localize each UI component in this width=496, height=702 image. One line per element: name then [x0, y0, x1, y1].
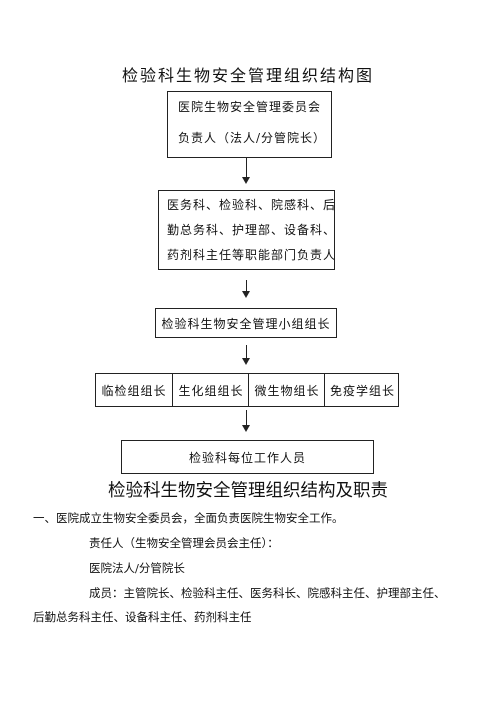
body-paragraph: 一、医院成立生物安全委员会，全面负责医院生物安全工作。 — [33, 511, 344, 525]
departments-line: 医务科、检验科、院感科、后 — [167, 198, 337, 212]
group-clinical: 临检组组长 — [101, 383, 167, 398]
team-leader-label: 检验科生物安全管理小组组长 — [161, 316, 331, 331]
connector-line — [246, 280, 247, 292]
arrow-down-icon — [242, 358, 250, 365]
section-title: 检验科生物安全管理组织结构及职责 — [108, 481, 388, 501]
body-paragraph: 后勤总务科主任、设备科主任、药剂科主任 — [33, 610, 252, 624]
committee-box: 医院生物安全管理委员会 负责人（法人/分管院长） — [167, 91, 332, 158]
staff-box: 检验科每位工作人员 — [121, 440, 374, 474]
body-paragraph: 成员：主管院长、检验科主任、医务科长、院感科主任、护理部主任、 — [89, 586, 446, 600]
arrow-down-icon — [242, 177, 250, 184]
committee-leader: 负责人（法人/分管院长） — [178, 131, 327, 145]
arrow-down-icon — [242, 425, 250, 432]
page-title: 检验科生物安全管理组织结构图 — [121, 66, 374, 85]
body-paragraph: 责任人（生物安全管理会员会主任）： — [89, 536, 279, 550]
groups-row: 临检组组长 生化组组长 微生物组长 免疫学组长 — [95, 373, 399, 407]
connector-line — [246, 345, 247, 359]
departments-box: 医务科、检验科、院感科、后 勤总务科、护理部、设备科、 药剂科主任等职能部门负责… — [158, 190, 335, 270]
committee-name: 医院生物安全管理委员会 — [178, 100, 322, 114]
group-biochemistry: 生化组组长 — [172, 374, 249, 406]
departments-line: 勤总务科、护理部、设备科、 — [167, 223, 337, 237]
arrow-down-icon — [242, 291, 250, 298]
staff-label: 检验科每位工作人员 — [188, 450, 306, 465]
group-immunology: 免疫学组长 — [324, 374, 400, 406]
connector-line — [246, 410, 247, 426]
group-microbiology: 微生物组长 — [248, 374, 325, 406]
body-paragraph: 医院法人/分管院长 — [89, 561, 185, 575]
departments-line: 药剂科主任等职能部门负责人 — [167, 248, 337, 262]
team-leader-box: 检验科生物安全管理小组组长 — [155, 308, 337, 338]
connector-line — [246, 158, 247, 178]
